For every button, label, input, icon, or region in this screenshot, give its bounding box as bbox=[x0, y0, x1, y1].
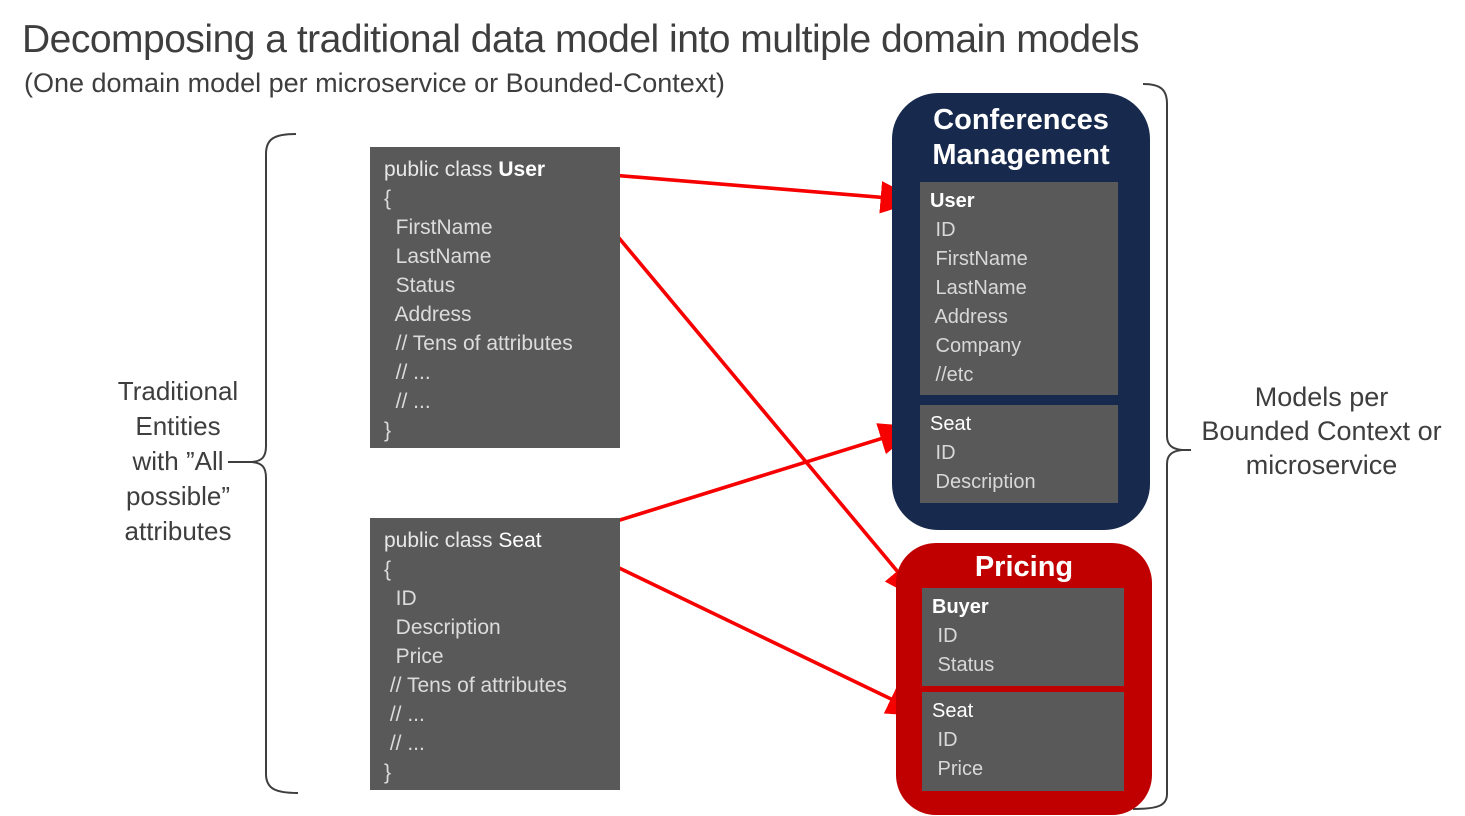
class-box-seat: public class Seat { ID Description Price… bbox=[370, 518, 620, 790]
class-box-user-body: { FirstName LastName Status Address // T… bbox=[384, 187, 573, 442]
entity-conferences-user-name: User bbox=[930, 190, 975, 212]
right-annotation-models-per-context: Models per Bounded Context or microservi… bbox=[1201, 382, 1442, 480]
entity-pricing-seat-name: Seat bbox=[932, 700, 974, 722]
domain-conferences-management: Conferences Management User ID FirstName… bbox=[892, 93, 1150, 530]
entity-pricing-buyer-attrs: ID Status bbox=[937, 625, 995, 676]
page-title: Decomposing a traditional data model int… bbox=[22, 18, 1139, 61]
entity-conferences-seat-name: Seat bbox=[930, 413, 972, 435]
class-box-seat-title: public class Seat bbox=[384, 526, 620, 555]
domain-pricing-title: Pricing bbox=[974, 551, 1074, 583]
class-box-user-name: User bbox=[498, 158, 546, 181]
class-box-seat-body: { ID Description Price // Tens of attrib… bbox=[384, 558, 567, 784]
page-subtitle: (One domain model per microservice or Bo… bbox=[24, 68, 725, 98]
entity-pricing-buyer-name: Buyer bbox=[932, 596, 989, 618]
class-box-seat-keyword: public class bbox=[384, 529, 499, 552]
entity-conferences-seat-attrs: ID Description bbox=[935, 442, 1036, 493]
domain-pricing: Pricing Buyer ID Status Seat ID Price bbox=[896, 543, 1152, 815]
class-box-user-title: public class User bbox=[384, 155, 620, 184]
entity-conferences-seat: Seat ID Description bbox=[920, 405, 1118, 503]
domain-conferences-title: Conferences Management bbox=[932, 104, 1110, 171]
entity-pricing-seat-attrs: ID Price bbox=[937, 729, 984, 780]
class-box-user-keyword: public class bbox=[384, 158, 499, 181]
entity-conferences-user: User ID FirstName LastName Address Compa… bbox=[920, 182, 1118, 395]
class-box-seat-name: Seat bbox=[498, 529, 542, 552]
entity-pricing-buyer: Buyer ID Status bbox=[922, 588, 1124, 686]
class-box-user: public class User { FirstName LastName S… bbox=[370, 147, 620, 448]
entity-conferences-user-attrs: ID FirstName LastName Address Company //… bbox=[934, 219, 1028, 386]
left-annotation-traditional-entities: Traditional Entities with ”All possible”… bbox=[117, 376, 239, 546]
entity-pricing-seat: Seat ID Price bbox=[922, 692, 1124, 791]
